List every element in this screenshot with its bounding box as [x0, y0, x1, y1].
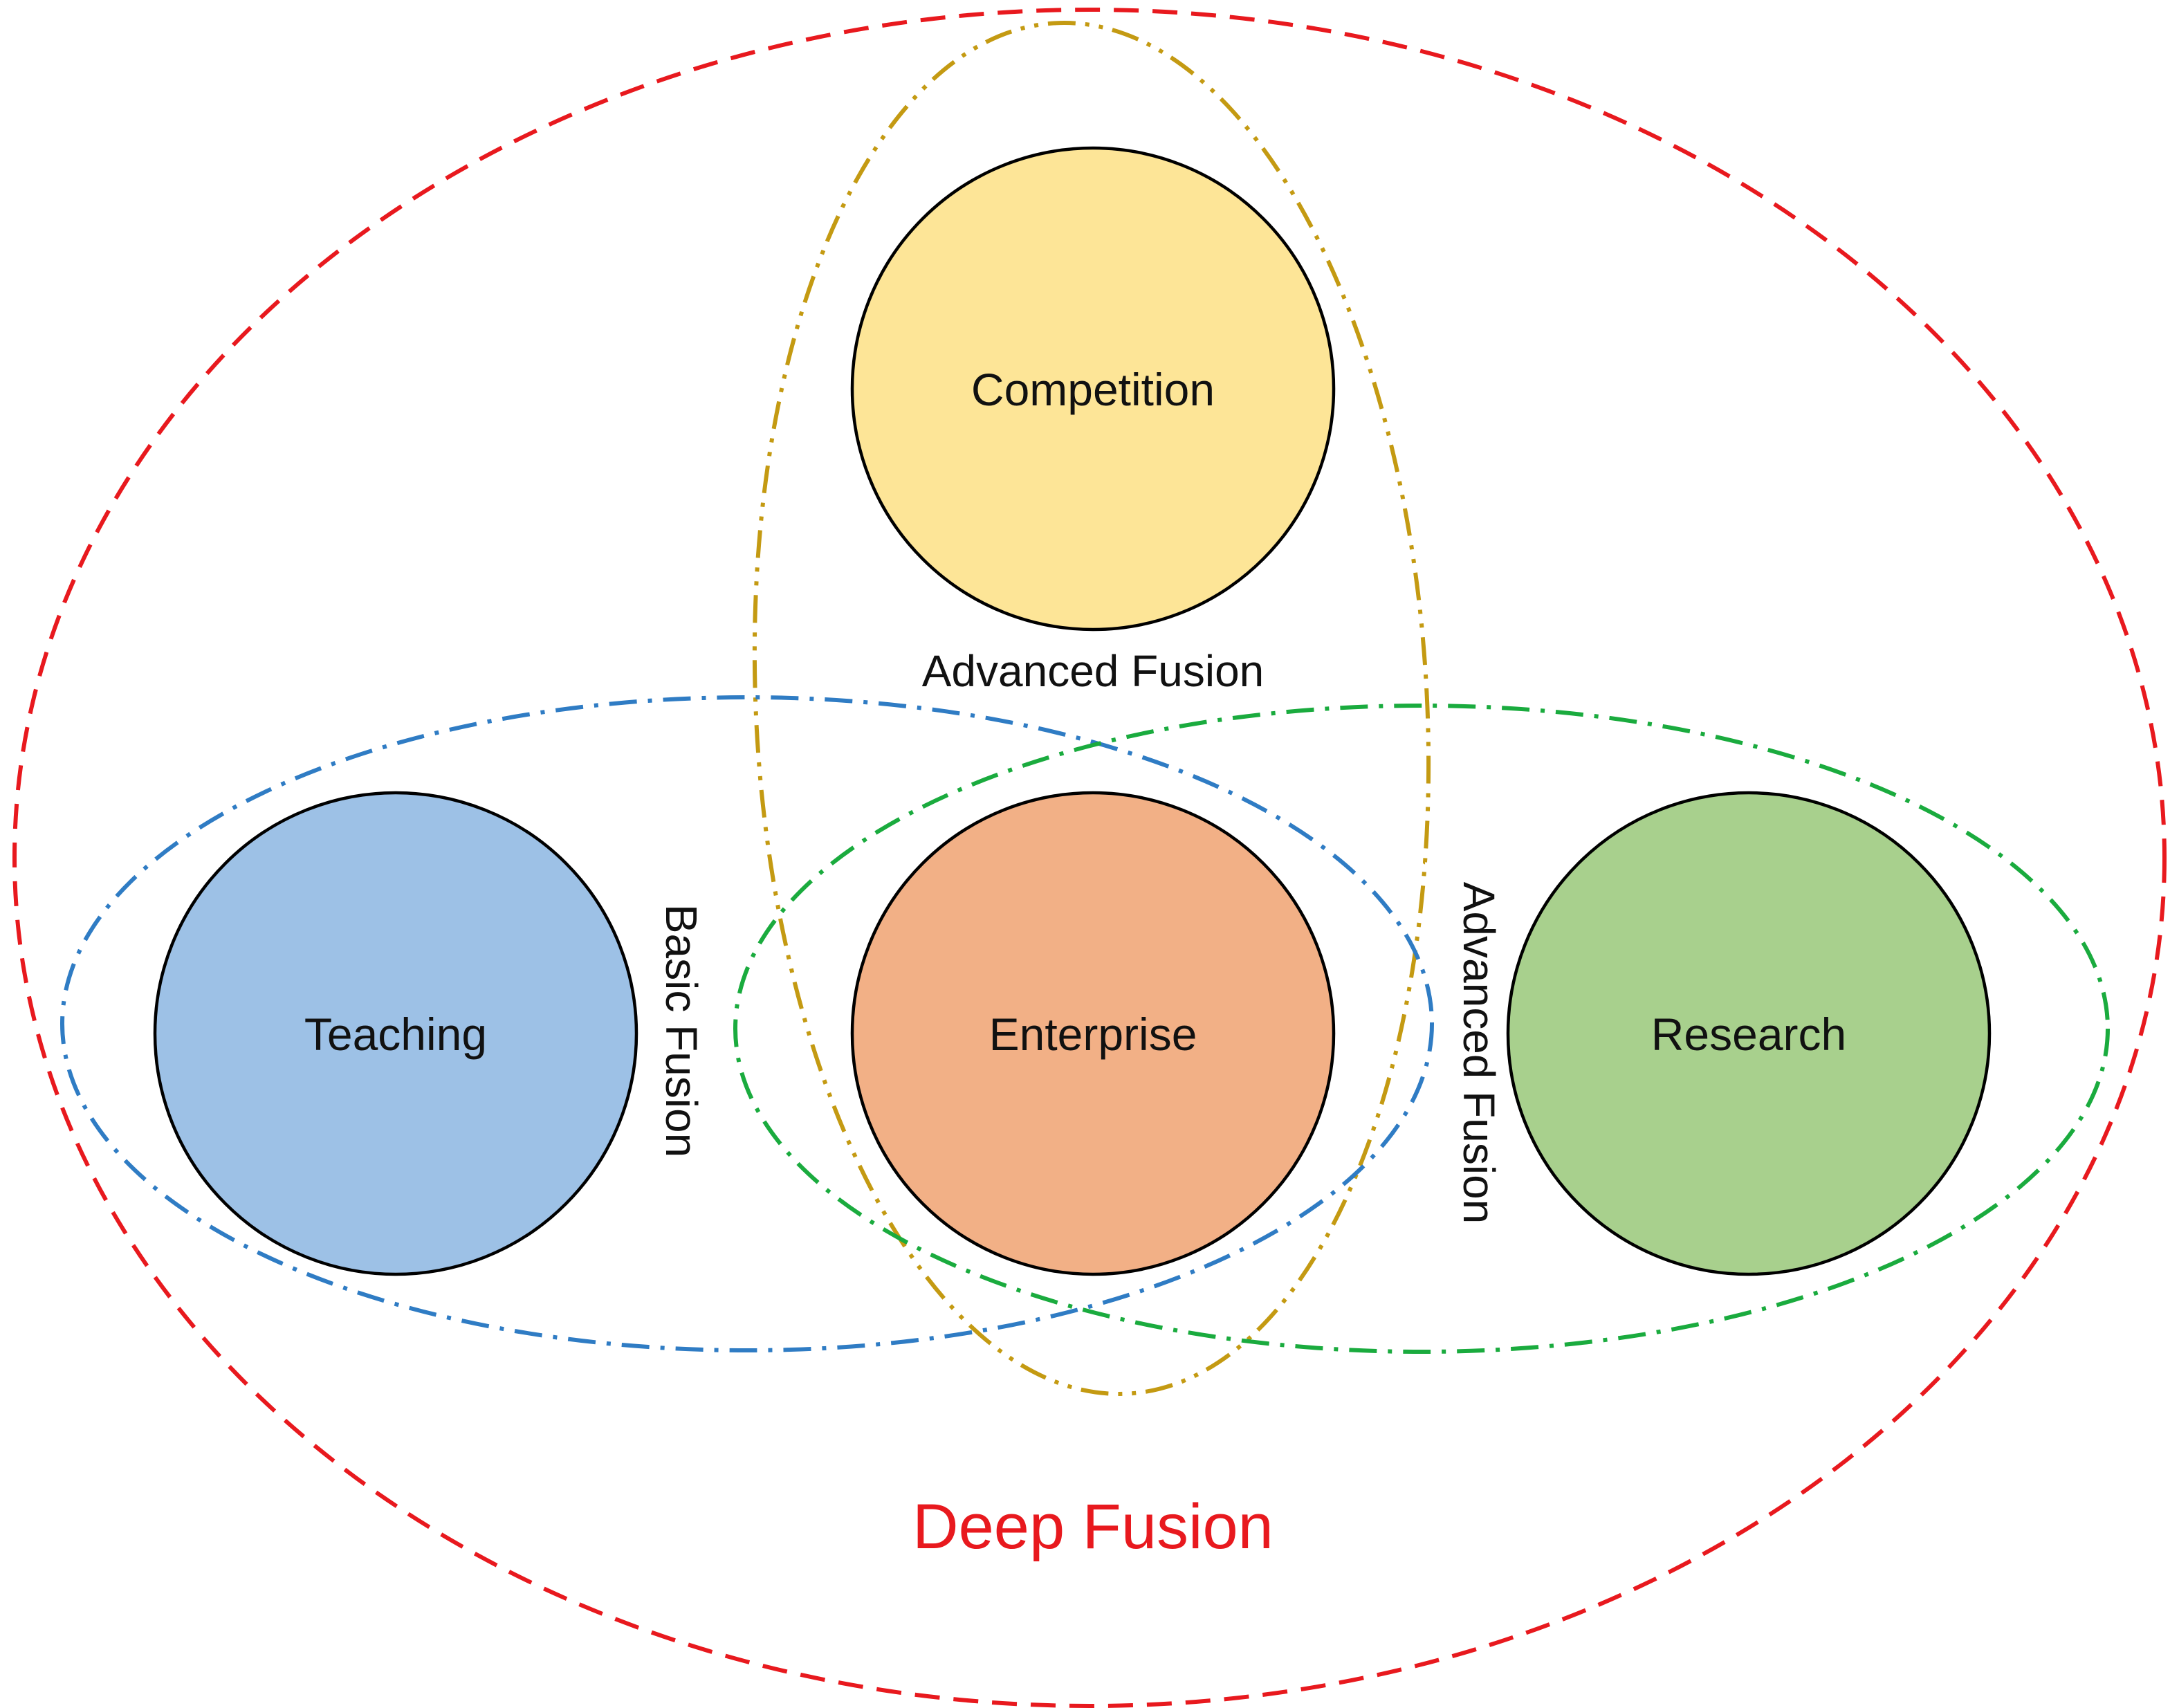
- teaching-node: [153, 791, 638, 1276]
- deep-fusion-boundary: [12, 8, 2167, 1708]
- competition-label: Competition: [971, 364, 1215, 415]
- enterprise-node: [850, 791, 1336, 1276]
- advanced-fusion-side-label: Advanced Fusion: [1454, 882, 1504, 1224]
- basic-fusion-label: Basic Fusion: [656, 904, 706, 1157]
- advanced-fusion-vertical-ring: [752, 21, 1431, 1396]
- teaching-label: Teaching: [304, 1009, 487, 1060]
- deep-fusion-label: Deep Fusion: [912, 1491, 1274, 1562]
- basic-fusion-ring: [60, 695, 1434, 1352]
- advanced-fusion-horizontal-ring: [733, 704, 2110, 1354]
- enterprise-label: Enterprise: [989, 1009, 1197, 1060]
- advanced-fusion-top-label: Advanced Fusion: [922, 646, 1265, 696]
- research-label: Research: [1651, 1009, 1846, 1060]
- research-node: [1506, 791, 1992, 1276]
- competition-node: [850, 146, 1336, 632]
